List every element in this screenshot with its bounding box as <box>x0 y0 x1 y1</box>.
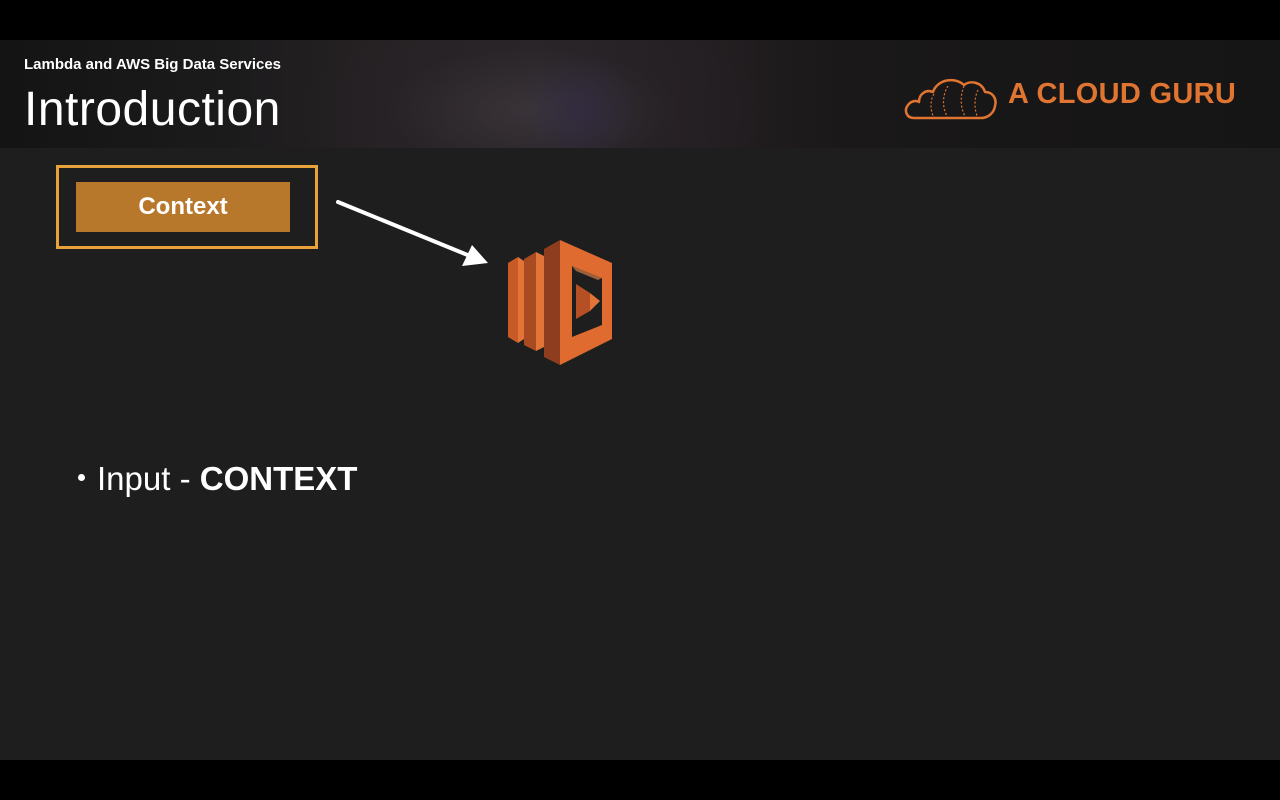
header-background-shade <box>520 50 640 148</box>
cloud-logo-icon <box>904 78 997 120</box>
context-button[interactable]: Context <box>76 182 290 232</box>
slide: Lambda and AWS Big Data Services Introdu… <box>0 40 1280 760</box>
bullet-prefix: Input - <box>97 460 200 497</box>
slide-title: Introduction <box>24 83 281 136</box>
aws-lambda-icon <box>508 240 612 365</box>
slide-header: Lambda and AWS Big Data Services Introdu… <box>0 40 1280 148</box>
bullet-emphasis: CONTEXT <box>199 460 358 497</box>
a-cloud-guru-logo: A CLOUD GURU <box>904 68 1244 124</box>
course-title: Lambda and AWS Big Data Services <box>24 56 282 73</box>
bullet-item: Input - CONTEXT <box>78 460 357 498</box>
header-background-image <box>300 40 760 148</box>
arrow-right-icon <box>336 200 488 266</box>
context-highlight-box: Context <box>56 165 318 249</box>
bullet-dot <box>78 473 85 481</box>
logo-text: A CLOUD GURU <box>1008 78 1237 110</box>
